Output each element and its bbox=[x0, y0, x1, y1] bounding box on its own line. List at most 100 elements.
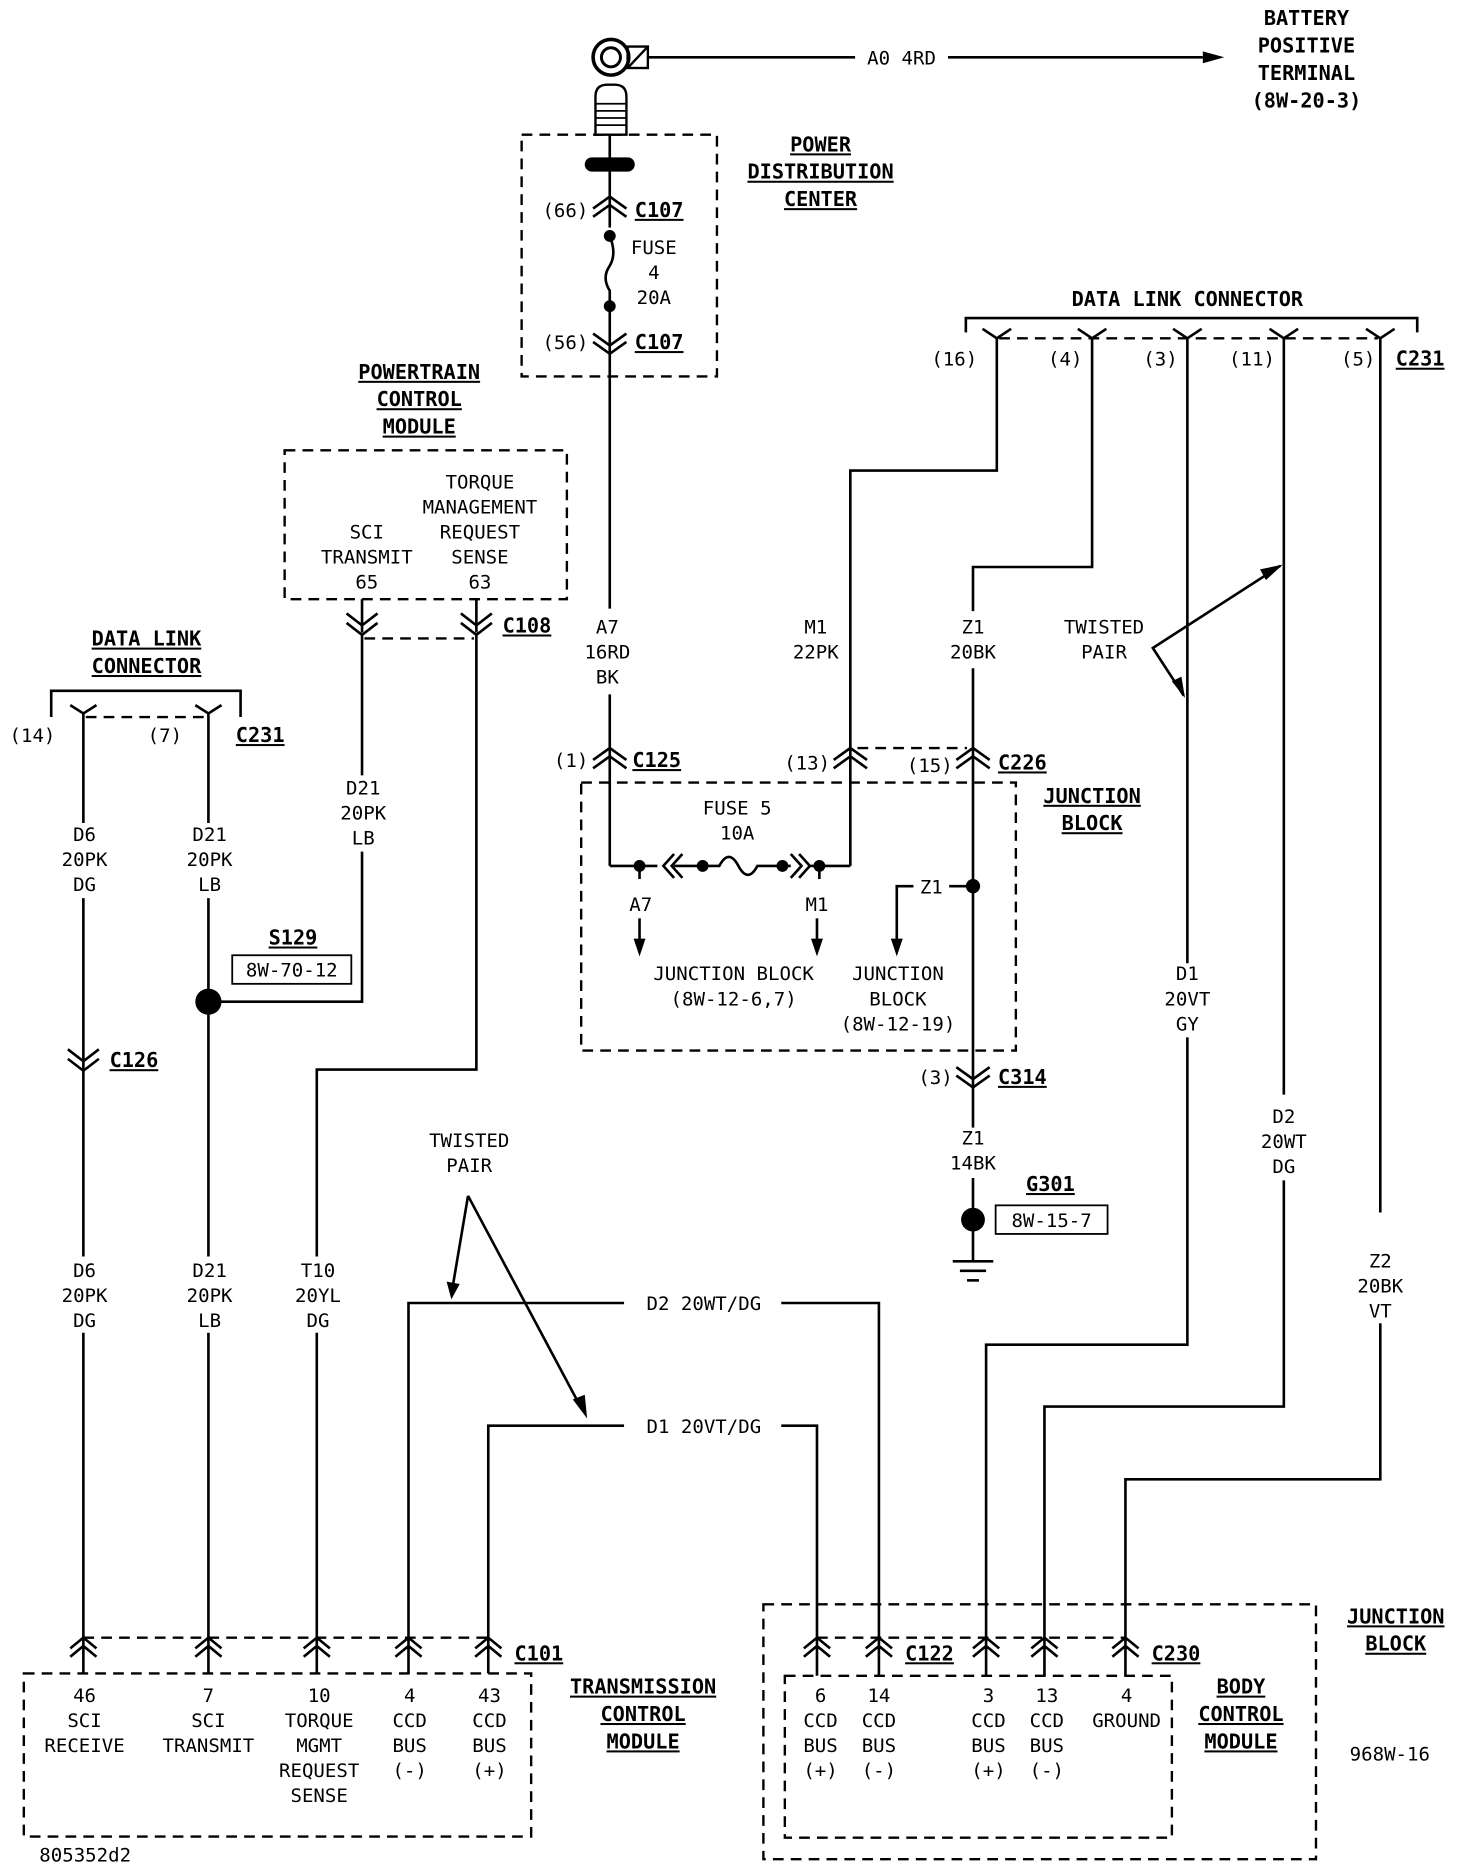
pin-66: (66) bbox=[542, 200, 588, 222]
label-backing bbox=[850, 963, 946, 986]
svg-text:SENSE: SENSE bbox=[451, 546, 508, 568]
wire-label-d1-horizontal: D1 20VT/DG bbox=[647, 1416, 762, 1438]
wire-d2-horizontal-right bbox=[781, 1301, 881, 1639]
label-backing bbox=[196, 1309, 223, 1332]
wire-label-d2-right-gauge: 20WT bbox=[1261, 1131, 1307, 1153]
diagram-id: 805352d2 bbox=[39, 1845, 131, 1867]
label-backing bbox=[645, 1293, 763, 1316]
connector-c314-icon bbox=[955, 1066, 991, 1090]
pin-7: (7) bbox=[148, 725, 182, 747]
wire-label-d21-pcm-gauge: 20PK bbox=[340, 802, 386, 824]
arrow-icon bbox=[572, 1394, 588, 1419]
twisted-pair-left-arrow-a bbox=[451, 1195, 470, 1288]
splice-s129-ref[interactable]: 8W-70-12 bbox=[246, 960, 338, 982]
label-backing bbox=[970, 1759, 1007, 1782]
label-backing bbox=[652, 963, 816, 986]
wire-d1-horizontal-right bbox=[781, 1424, 819, 1639]
svg-text:JUNCTION BLOCK: JUNCTION BLOCK bbox=[653, 963, 814, 985]
label-backing bbox=[161, 1734, 257, 1757]
wire-label-d21-top-color: LB bbox=[198, 874, 221, 896]
label-backing bbox=[628, 894, 654, 917]
svg-text:JUNCTION: JUNCTION bbox=[1043, 784, 1140, 808]
svg-text:TRANSMIT: TRANSMIT bbox=[163, 1735, 255, 1757]
svg-text:6: 6 bbox=[815, 1685, 826, 1707]
label-backing bbox=[71, 1309, 98, 1332]
label-backing bbox=[295, 1734, 344, 1757]
svg-text:TERMINAL: TERMINAL bbox=[1258, 61, 1355, 85]
arrow-icon bbox=[446, 1281, 460, 1300]
label-backing bbox=[1367, 1300, 1394, 1323]
label-backing bbox=[277, 1759, 362, 1782]
label-backing bbox=[541, 199, 590, 222]
connector-c230: C230 bbox=[1152, 1641, 1201, 1665]
wire-z1 bbox=[971, 338, 1094, 612]
label-backing bbox=[444, 471, 516, 494]
svg-text:CCD: CCD bbox=[803, 1710, 837, 1732]
wire-label-z2-gauge: 20BK bbox=[1357, 1275, 1403, 1297]
svg-text:BUS: BUS bbox=[472, 1735, 506, 1757]
wire-label-z1-gauge: 20BK bbox=[950, 642, 996, 664]
svg-text:TRANSMIT: TRANSMIT bbox=[321, 546, 413, 568]
pin-5: (5) bbox=[1341, 349, 1375, 371]
connector-c108-icon bbox=[345, 599, 493, 637]
ground-g301-icon bbox=[961, 1207, 985, 1232]
label-backing bbox=[803, 616, 829, 639]
connector-c230-icon bbox=[1111, 1635, 1140, 1676]
svg-text:MODULE: MODULE bbox=[607, 1729, 680, 1753]
label-backing bbox=[146, 725, 184, 748]
wire-label-a7: A7 bbox=[596, 617, 619, 639]
svg-text:CCD: CCD bbox=[392, 1710, 426, 1732]
label-backing bbox=[348, 521, 386, 544]
wire-label-d21-pcm: D21 bbox=[346, 777, 380, 799]
junction-block-mid-box bbox=[579, 781, 1018, 1052]
wire-label-d6-bottom: D6 bbox=[73, 1260, 96, 1282]
label-backing bbox=[283, 1709, 355, 1732]
wire-d1-horizontal bbox=[486, 1424, 625, 1639]
svg-text:TWISTED: TWISTED bbox=[429, 1130, 509, 1152]
svg-text:CONTROL: CONTROL bbox=[1198, 1702, 1283, 1726]
pcm-pin-65: SCI TRANSMIT 65 bbox=[319, 521, 415, 594]
wire-label-t10-gauge: 20YL bbox=[295, 1285, 341, 1307]
label-backing bbox=[865, 47, 938, 70]
label-backing bbox=[1163, 988, 1213, 1011]
wire-d2-right-lower bbox=[1043, 1180, 1286, 1639]
svg-text:DATA LINK: DATA LINK bbox=[92, 627, 202, 651]
pcm-box bbox=[283, 449, 569, 601]
wire-label-d21-bottom-gauge: 20PK bbox=[187, 1285, 233, 1307]
svg-text:DISTRIBUTION: DISTRIBUTION bbox=[747, 160, 893, 184]
jb-label-m1: M1 bbox=[806, 894, 829, 916]
svg-text:BODY: BODY bbox=[1217, 1675, 1267, 1699]
label-backing bbox=[866, 1684, 892, 1707]
label-backing bbox=[185, 1284, 235, 1307]
label-backing bbox=[319, 546, 415, 569]
label-backing bbox=[201, 1684, 216, 1707]
label-backing bbox=[1010, 1209, 1093, 1232]
label-backing bbox=[191, 1259, 228, 1282]
svg-text:BUS: BUS bbox=[803, 1735, 837, 1757]
pin-1: (1) bbox=[554, 750, 588, 772]
wire-label-d2-right-color: DG bbox=[1272, 1156, 1295, 1178]
svg-text:MODULE: MODULE bbox=[383, 415, 456, 439]
label-backing bbox=[594, 616, 621, 639]
label-backing bbox=[293, 1284, 343, 1307]
label-backing bbox=[289, 1785, 350, 1808]
label-backing bbox=[917, 1066, 954, 1089]
ground-g301-ref[interactable]: 8W-15-7 bbox=[1011, 1210, 1091, 1232]
wire-label-a0: A0 4RD bbox=[867, 47, 936, 69]
wire-m1 bbox=[849, 338, 999, 752]
connector-c101: C101 bbox=[514, 1641, 563, 1665]
jb-dest-right: JUNCTION BLOCK (8W-12-19) bbox=[839, 963, 957, 1036]
label-backing bbox=[350, 827, 376, 850]
label-backing bbox=[391, 1709, 429, 1732]
pcm-label: POWERTRAIN CONTROL MODULE bbox=[358, 360, 480, 439]
svg-text:BUS: BUS bbox=[392, 1735, 426, 1757]
battery-label: BATTERY POSITIVE TERMINAL (8W-20-3) bbox=[1252, 6, 1362, 112]
connector-c107-bottom: C107 bbox=[635, 330, 684, 354]
label-backing bbox=[185, 848, 235, 871]
connector-c122: C122 bbox=[905, 1641, 954, 1665]
label-backing bbox=[970, 1709, 1007, 1732]
svg-text:PAIR: PAIR bbox=[1081, 642, 1127, 664]
arrow-down-icon bbox=[890, 938, 903, 957]
label-backing bbox=[354, 571, 380, 594]
